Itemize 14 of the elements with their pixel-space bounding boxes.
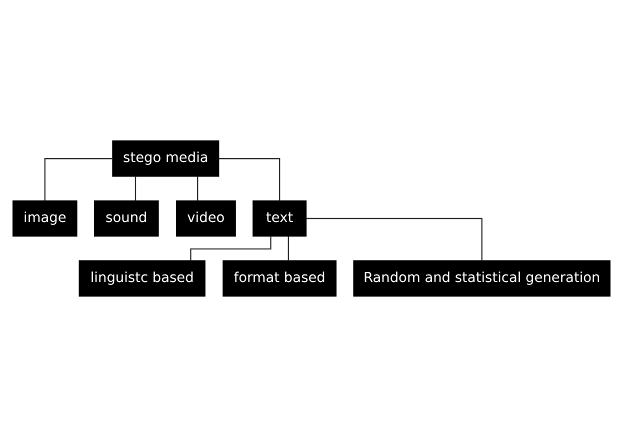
node-box: stego media bbox=[112, 140, 220, 177]
node-box: linguistc based bbox=[78, 260, 206, 297]
connector bbox=[218, 158, 280, 201]
connector bbox=[134, 176, 136, 201]
node-box: image bbox=[12, 200, 78, 237]
connector bbox=[44, 158, 112, 201]
connector bbox=[288, 236, 290, 260]
node-box: text bbox=[252, 200, 307, 237]
connector bbox=[197, 176, 198, 201]
node-box: video bbox=[176, 200, 236, 237]
node-box: format based bbox=[222, 260, 337, 297]
node-box: Random and statistical generation bbox=[353, 260, 610, 297]
node-box: sound bbox=[94, 200, 159, 237]
connector bbox=[306, 218, 482, 260]
